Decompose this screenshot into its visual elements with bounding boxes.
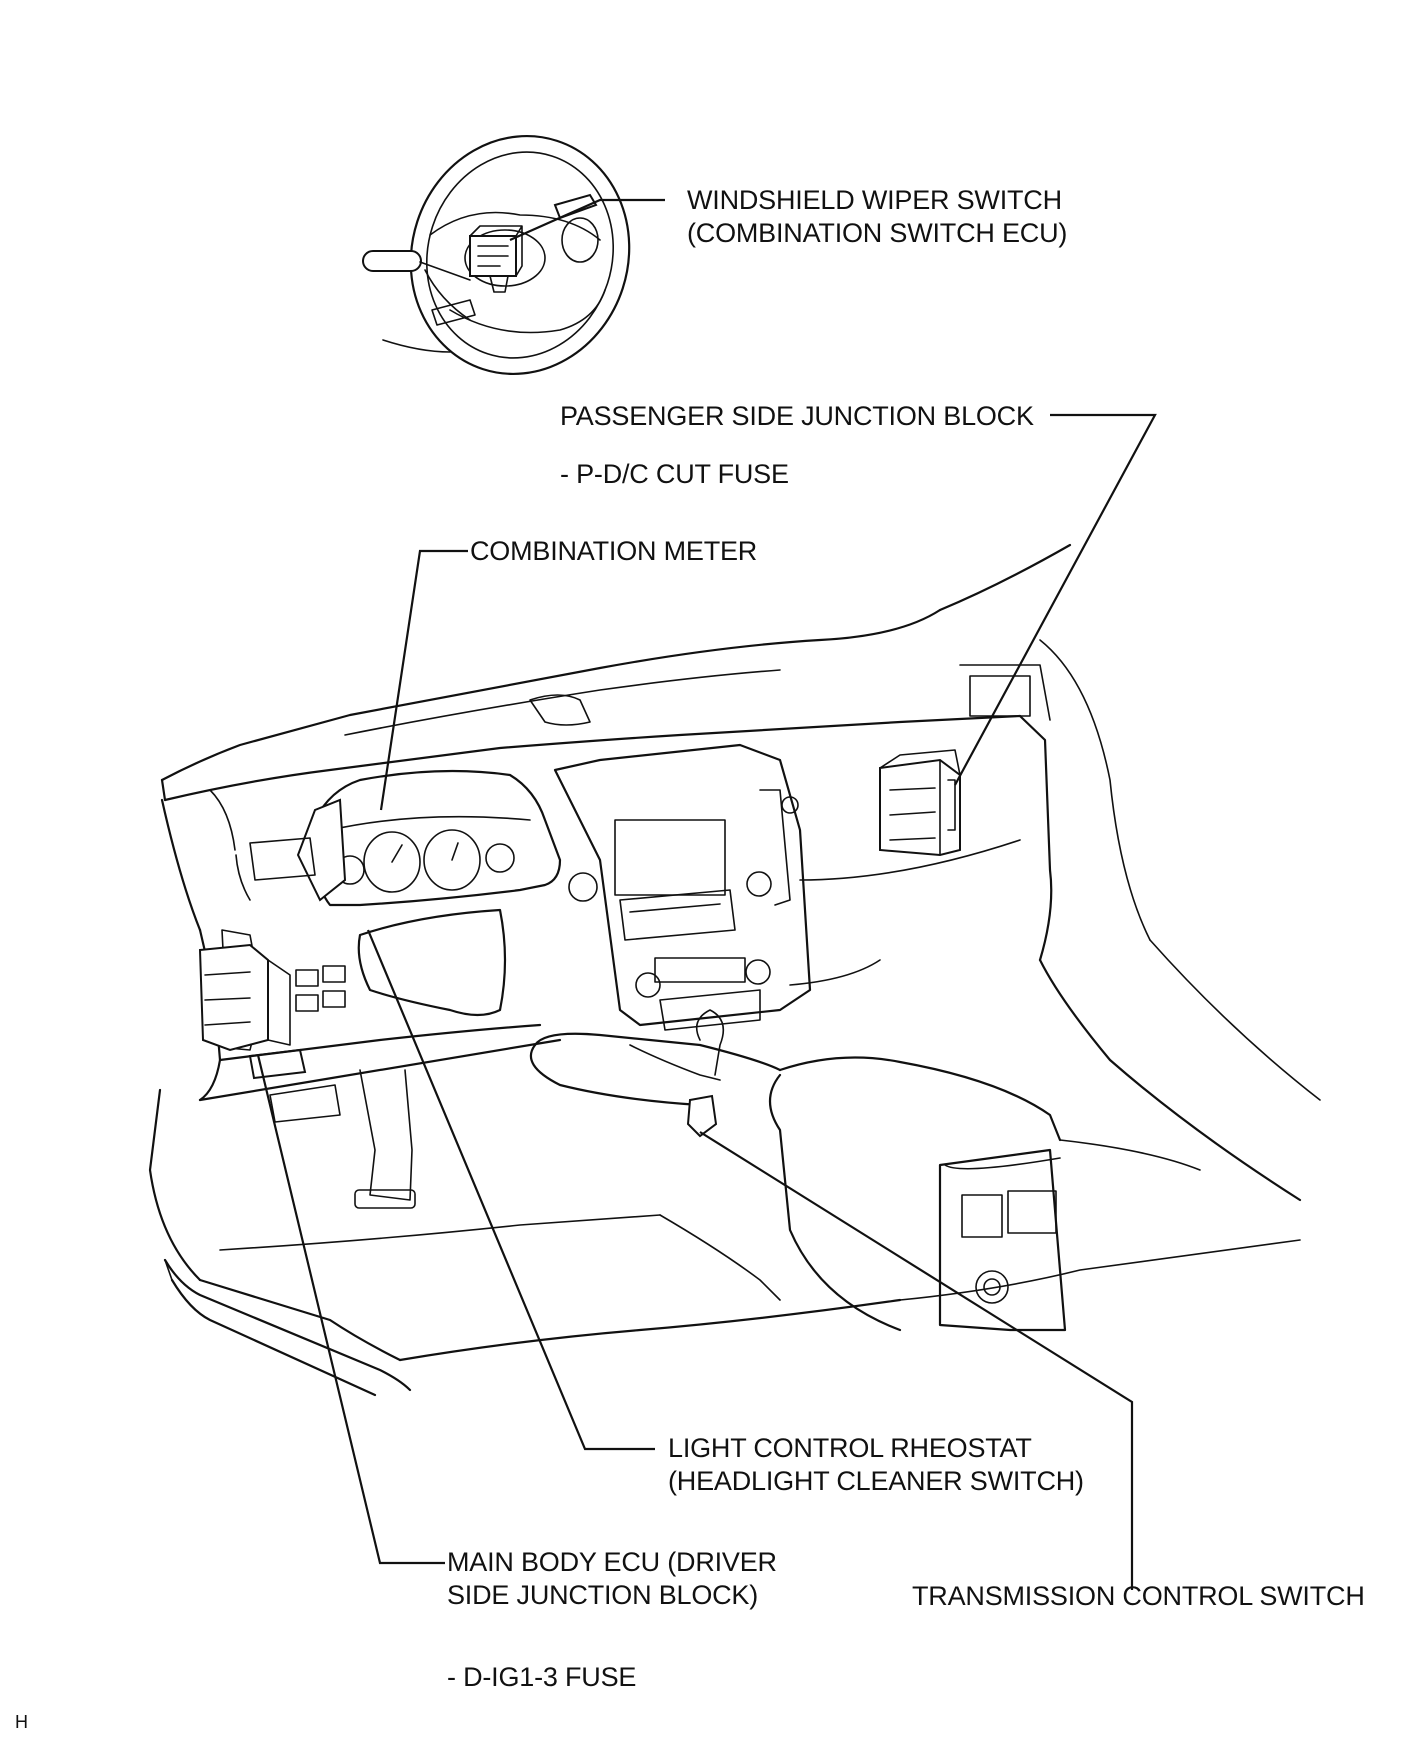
figure-id: H	[15, 1712, 28, 1732]
passenger-jb-label: PASSENGER SIDE JUNCTION BLOCK	[560, 401, 1034, 431]
leader-main-body-ecu	[256, 1054, 445, 1565]
steering-wheel-drawing	[362, 134, 631, 376]
driver-fuse-label: - D-IG1-3 FUSE	[447, 1662, 637, 1692]
passenger-fuse-label: - P-D/C CUT FUSE	[560, 459, 789, 489]
leader-lines	[256, 198, 1157, 1590]
main-body-ecu-label-line1: MAIN BODY ECU (DRIVER	[447, 1547, 777, 1577]
wiper-switch-label-line2: (COMBINATION SWITCH ECU)	[687, 218, 1068, 248]
leader-passenger-jb	[954, 413, 1157, 786]
dashboard-drawing	[148, 543, 1321, 1397]
rheostat-label-line2: (HEADLIGHT CLEANER SWITCH)	[668, 1466, 1084, 1496]
rheostat-label-line1: LIGHT CONTROL RHEOSTAT	[668, 1433, 1032, 1463]
combination-meter-label: COMBINATION METER	[470, 536, 758, 566]
leader-combination-meter	[379, 549, 468, 811]
leader-transmission-switch	[699, 1131, 1134, 1590]
leader-light-rheostat	[366, 929, 655, 1451]
leader-wiper-switch	[509, 198, 665, 242]
main-body-ecu-label-line2: SIDE JUNCTION BLOCK)	[447, 1580, 759, 1610]
transmission-switch-label: TRANSMISSION CONTROL SWITCH	[912, 1581, 1365, 1611]
wiper-switch-label-line1: WINDSHIELD WIPER SWITCH	[687, 185, 1062, 215]
